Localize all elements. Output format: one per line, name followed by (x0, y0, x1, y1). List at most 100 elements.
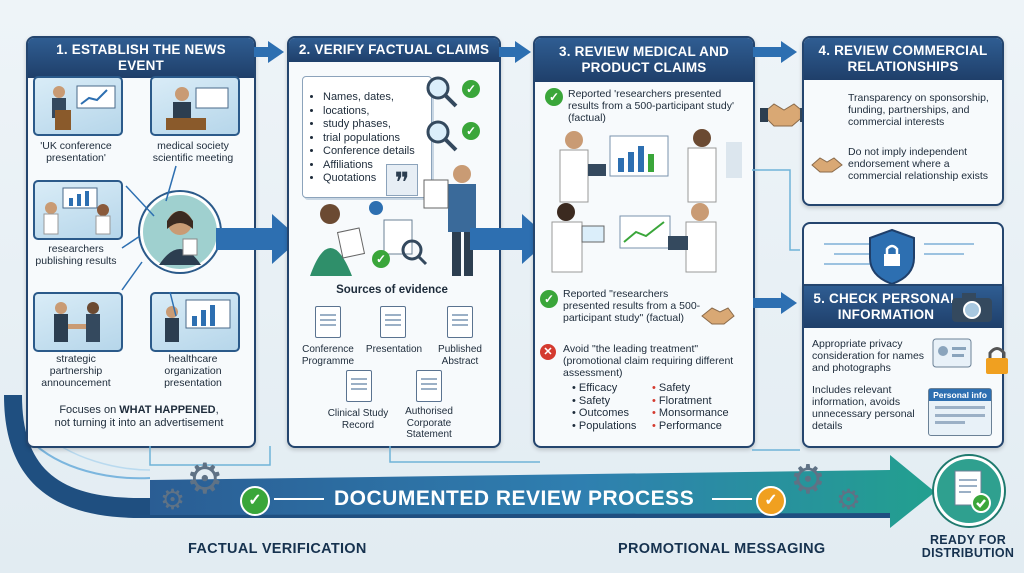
ready-document-circle (934, 456, 1004, 526)
verification-illustration (310, 165, 476, 276)
arrow-top-2-3-head (515, 41, 531, 63)
checklist-item: Affiliations (323, 159, 431, 173)
researchers-reviewing-illustration (551, 129, 742, 273)
approved-document-icon (954, 470, 991, 513)
footer-prefix: Focuses on (59, 404, 120, 416)
personal-info-badge-label: Personal info (929, 389, 991, 401)
process-line-left (274, 498, 324, 500)
document-icon (346, 370, 372, 402)
privacy-text-2: Includes relevant information, avoids un… (812, 384, 915, 432)
panel-5-title: 5. CHECK PERSONAL INFORMATION (804, 286, 1002, 328)
magnifier-icon (426, 76, 458, 108)
panel-3-title: 3. REVIEW MEDICAL AND PRODUCT CLAIMS (535, 38, 753, 82)
claim-2-text: Reported "researchers presented results … (563, 288, 701, 324)
source-presentation: Presentation (365, 344, 423, 355)
arrow-top-2-3-bar (499, 47, 517, 57)
process-line-right (712, 498, 752, 500)
term-item: • Outcomes (572, 407, 630, 419)
researchers-thumbnail (33, 180, 123, 240)
document-icon (315, 306, 341, 338)
check-icon: ✓ (462, 122, 480, 140)
ready-for-distribution-label: READY FOR DISTRIBUTION (921, 533, 1015, 560)
term-item: • Performance (652, 419, 722, 432)
uk-conference-label: 'UK conference presentation' (40, 140, 112, 164)
factual-checklist: Names, dates, locations, study phases, t… (311, 91, 431, 186)
privacy-shield-area (802, 222, 1004, 290)
check-icon: ✓ (372, 250, 390, 268)
document-icon (416, 370, 442, 402)
arrow-3-5-bar (753, 298, 783, 308)
factual-verification-label: FACTUAL VERIFICATION (188, 541, 367, 557)
handshake-people-icon (54, 302, 100, 342)
id-card-icon (932, 338, 972, 368)
checklist-item: study phases, (323, 118, 431, 132)
medical-society-label: medical society scientific meeting (152, 140, 234, 164)
checklist-item: trial populations (323, 132, 431, 146)
healthcare-org-thumbnail (150, 292, 240, 352)
document-icon (447, 306, 473, 338)
claim-1-text: Reported 'researchers presented results … (568, 88, 734, 124)
camera-icon (952, 293, 992, 322)
term-item: • Floratment (652, 394, 712, 407)
arrow-top-1-2-bar (254, 47, 270, 57)
researchers-label: researchers publishing results (35, 243, 117, 267)
medical-society-thumbnail (150, 76, 240, 136)
commercial-text-1: Transparency on sponsorship, funding, pa… (848, 92, 989, 128)
panel-1-title: 1. ESTABLISH THE NEWS EVENT (28, 38, 254, 78)
gear-icon: ⚙ (160, 484, 186, 515)
terms-right-list: • Safety • Floratment • Monsormance • Pe… (648, 382, 752, 432)
term-item: • Safety (652, 382, 691, 394)
source-authorised-corporate-statement: Authorised Corporate Statement (405, 406, 453, 440)
warning-x-icon: ✕ (540, 344, 556, 360)
handshake-icon (701, 307, 735, 325)
check-icon: ✓ (240, 486, 270, 516)
sources-title: Sources of evidence (336, 284, 448, 296)
reporter-icon (159, 211, 201, 265)
documented-review-process: DOCUMENTED REVIEW PROCESS (334, 487, 695, 510)
term-item: • Populations (572, 419, 637, 432)
gear-icon: ⚙ (836, 484, 862, 515)
arrow-3-5-head (781, 292, 797, 314)
footer-suffix: , (215, 404, 219, 416)
source-clinical-study-record: Clinical Study Record (327, 408, 389, 431)
arrow-3-4-bar (753, 47, 783, 57)
checklist-item: Conference details (323, 145, 431, 159)
commercial-text-2: Do not imply independent endorsement whe… (848, 146, 989, 182)
quote-icon: ❞ (386, 164, 418, 199)
promotional-messaging-label: PROMOTIONAL MESSAGING (618, 541, 826, 557)
checklist-item: Quotations (323, 172, 431, 186)
checklist-item: locations, (323, 105, 431, 119)
term-item: • Safety (572, 394, 611, 407)
researchers-icon (43, 187, 111, 235)
panel-4-title: 4. REVIEW COMMERCIAL RELATIONSHIPS (804, 38, 1002, 80)
gear-icon: ⚙ (186, 455, 224, 502)
speaker-icon (166, 87, 229, 130)
check-icon: ✓ (462, 80, 480, 98)
checklist-item: Names, dates, (323, 91, 431, 105)
panel-2-title: 2. VERIFY FACTUAL CLAIMS (289, 38, 499, 62)
check-icon: ✓ (545, 88, 563, 106)
term-item: • Monsormance (652, 407, 729, 419)
presenter-at-podium-icon (52, 85, 116, 130)
panel-1-connectors (121, 165, 177, 317)
uk-conference-thumbnail (33, 76, 123, 136)
handshake-small-icon (811, 157, 843, 173)
partnership-label: strategic partnership announcement (41, 353, 111, 389)
privacy-text-1: Appropriate privacy consideration for na… (812, 338, 925, 374)
source-conference-programme: Conference Programme (301, 344, 355, 367)
arrow-2-to-3 (470, 214, 550, 269)
gear-icon: ⚙ (790, 458, 826, 502)
terms-left-list: • Efficacy • Safety • Outcomes • Populat… (560, 382, 652, 432)
personal-info-badge: Personal info (928, 388, 992, 436)
footer-bold: WHAT HAPPENED (119, 404, 216, 416)
term-item: • Efficacy (572, 382, 618, 394)
shield-lock-icon (824, 228, 974, 286)
avoid-claim-text: Avoid "the leading treatment" (promotion… (563, 343, 734, 379)
arrow-top-1-2-head (268, 41, 284, 63)
check-orange-icon: ✓ (756, 486, 786, 516)
panel-review-commercial-relationships: 4. REVIEW COMMERCIAL RELATIONSHIPS (802, 36, 1004, 206)
document-icon (380, 306, 406, 338)
factual-checklist-doc: Names, dates, locations, study phases, t… (302, 76, 432, 198)
footer-line-2: not turning it into an advertisement (54, 417, 224, 429)
